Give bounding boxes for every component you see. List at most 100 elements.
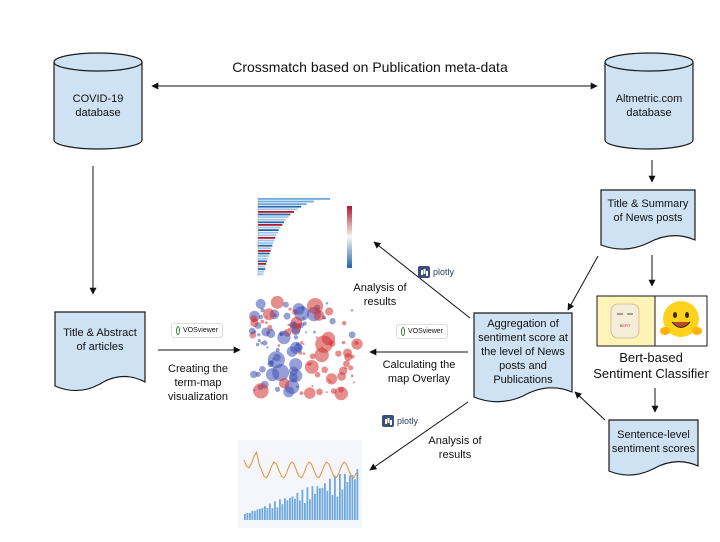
thumbnail-bar [258, 237, 276, 239]
timeline-bar [266, 507, 269, 520]
timeline-bar [296, 492, 299, 520]
thumbnail-bar [258, 242, 274, 244]
timeline-bar [256, 509, 259, 520]
map-bubble [341, 320, 347, 326]
timeline-bar [289, 497, 291, 520]
covid-database-label: COVID-19 database [72, 93, 124, 119]
map-bubble [293, 335, 299, 340]
map-bubble [325, 373, 338, 385]
thumbnail-bar [258, 234, 276, 237]
map-bubble [270, 295, 284, 309]
timeline-bar [271, 508, 274, 520]
map-bubble [325, 307, 334, 316]
map-bubble [350, 308, 354, 312]
analysis-top-label: Analysis of results [353, 282, 407, 308]
map-bubble [257, 333, 261, 337]
vosviewer-badge-right: VOSviewer [396, 324, 448, 339]
thumbnail-bar [258, 273, 264, 276]
aggregation-to-timeline-arrow [369, 401, 469, 471]
timeline-bar [319, 488, 321, 520]
map-bubble [289, 369, 303, 383]
map-bubble [342, 348, 353, 358]
timeline-bar [331, 494, 334, 520]
map-bubble [260, 319, 265, 324]
map-bubble [288, 323, 292, 327]
vosviewer-badge-left: VOSviewer [171, 323, 223, 338]
plotly-badge-bottom: plotly [382, 415, 418, 427]
timeline-chart-thumbnail [238, 440, 362, 528]
title-abstract-label: Title & Abstract of articles [63, 327, 137, 353]
map-bubble [314, 347, 329, 363]
map-bubble [348, 331, 356, 339]
timeline-bar [261, 508, 264, 520]
map-bubble [335, 350, 342, 357]
title-summary-box [600, 189, 696, 250]
map-bubble [262, 340, 268, 346]
timeline-bar [344, 473, 346, 520]
map-bubble [250, 318, 259, 327]
summary-to-aggregation-arrow [567, 255, 599, 311]
map-bubble [253, 383, 269, 399]
timeline-bar [336, 496, 339, 520]
vosviewer-icon [401, 327, 405, 336]
map-bubble [273, 313, 277, 318]
map-bubble [300, 341, 304, 345]
map-bubble [255, 371, 261, 377]
map-bubble [323, 317, 326, 320]
thumbnail-bar [258, 211, 294, 213]
timeline-bar [264, 506, 266, 520]
plotly-badge-text: plotly [397, 416, 419, 426]
map-bubble [293, 325, 296, 328]
thumbnail-bar [258, 231, 278, 234]
map-bubble [344, 367, 347, 370]
map-bubble [350, 374, 354, 378]
map-bubble [337, 371, 346, 381]
map-bubble [296, 385, 299, 388]
map-bubble [288, 327, 291, 331]
map-bubble [329, 318, 336, 325]
map-bubble [265, 321, 268, 324]
map-bubble [309, 353, 316, 360]
map-bubble [316, 388, 323, 396]
map-bubble [307, 362, 311, 366]
thumbnail-bar [258, 252, 270, 255]
timeline-bar [311, 486, 314, 520]
altmetric-database-cylinder [604, 52, 694, 150]
map-bubble [330, 388, 337, 394]
map-bubble [343, 360, 350, 368]
map-bubble [283, 386, 295, 398]
timeline-bar [284, 498, 286, 520]
timeline-bar [269, 503, 271, 520]
timeline-bar [259, 508, 261, 520]
timeline-bar [346, 482, 349, 520]
hugging-face-icon [660, 301, 702, 337]
bert-classifier-image: BERT [596, 295, 708, 347]
calculating-overlay-label: Calculating the map Overlay [382, 359, 456, 385]
map-bubble [265, 367, 280, 382]
timeline-bar [334, 475, 336, 520]
map-bubble [278, 378, 290, 389]
map-bubble [255, 298, 266, 309]
aggregation-to-barchart-arrow [373, 241, 471, 319]
map-bubble [288, 307, 292, 311]
scores-to-aggregation-arrow [574, 391, 606, 421]
thumbnail-bar [258, 216, 289, 218]
map-bubble [266, 346, 269, 349]
map-bubble [311, 385, 314, 388]
map-bubble [304, 360, 319, 374]
aggregation-box [473, 312, 573, 403]
timeline-bar [306, 487, 309, 520]
map-bubble [259, 366, 266, 373]
map-bubble [257, 338, 261, 343]
timeline-bar [299, 500, 301, 520]
timeline-bar [279, 499, 281, 520]
map-bubble [313, 330, 316, 334]
thumbnail-bar [258, 226, 281, 229]
thumbnail-bar [258, 257, 268, 260]
map-bubble [321, 331, 336, 346]
timeline-bar [314, 493, 316, 520]
timeline-bar [309, 499, 311, 520]
sentence-scores-label: Sentence-level sentiment scores [611, 429, 696, 455]
map-bubble [274, 386, 281, 392]
term-map-thumbnail [246, 295, 363, 401]
